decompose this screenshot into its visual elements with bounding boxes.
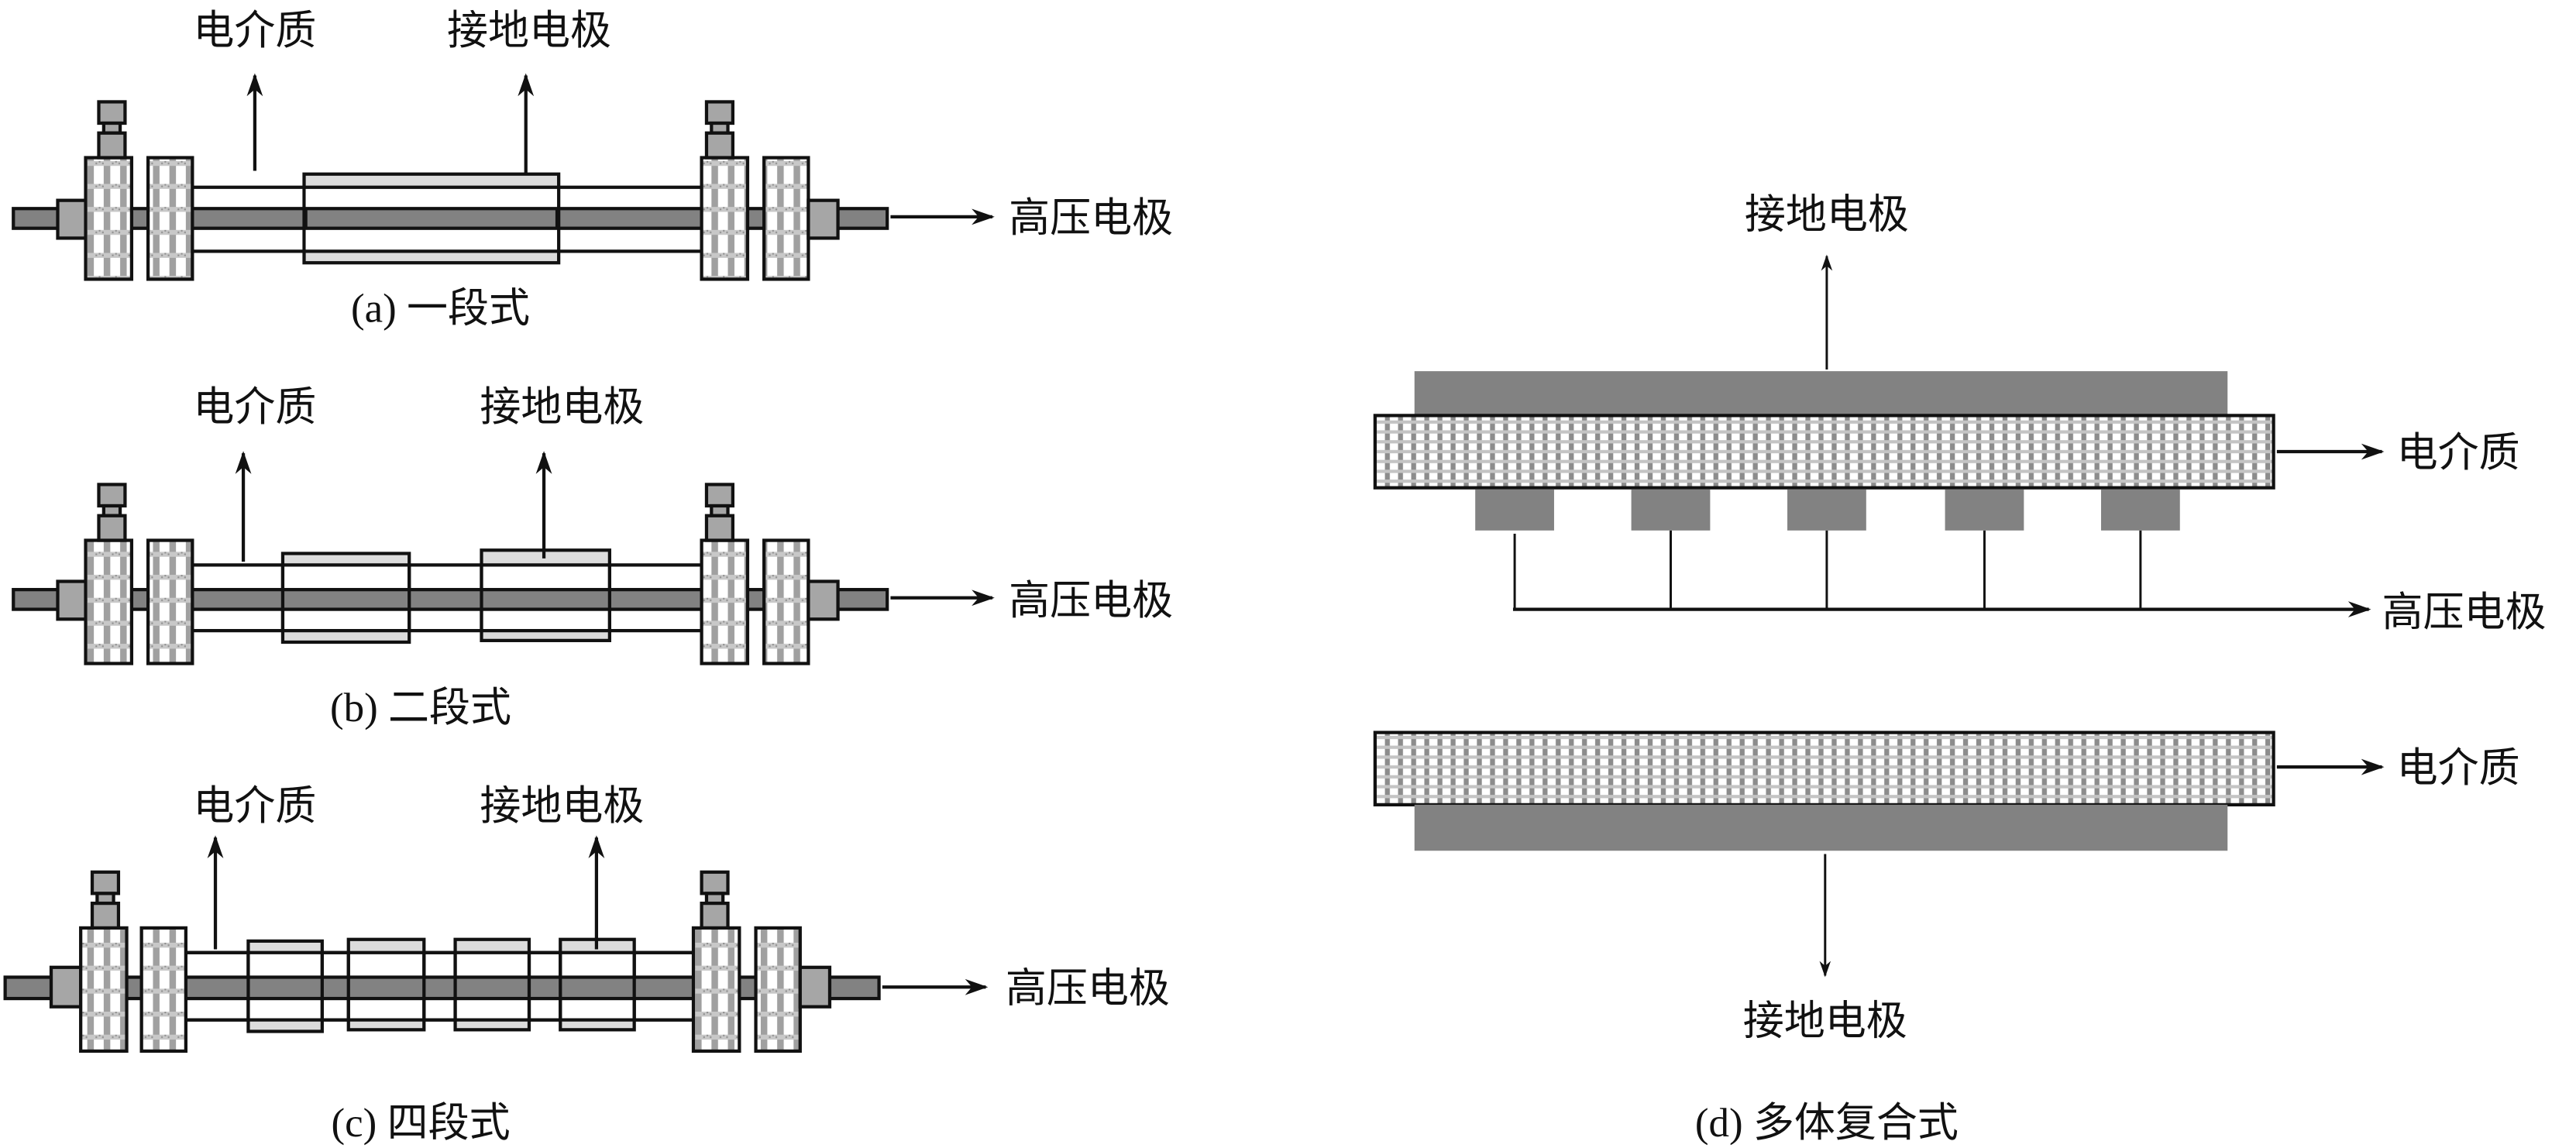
high-voltage-electrode-block bbox=[2100, 489, 2180, 531]
gas-outlet-connector bbox=[700, 870, 730, 930]
high-voltage-rod bbox=[304, 207, 559, 230]
dielectric-label: 电介质 bbox=[193, 7, 316, 54]
ground-electrode-label: 接地电极 bbox=[480, 782, 644, 830]
gas-outlet-connector bbox=[704, 100, 735, 160]
high-voltage-bus-wiring bbox=[1513, 530, 2142, 610]
top-ground-electrode-plate bbox=[1414, 371, 2228, 418]
gas-inlet-connector bbox=[97, 100, 127, 160]
gas-outlet-connector bbox=[704, 483, 735, 542]
high-voltage-electrode-label: 高压电极 bbox=[1009, 577, 1173, 624]
panel-caption: (d) 多体复合式 bbox=[1695, 1101, 1959, 1146]
gas-inlet-connector bbox=[97, 483, 127, 542]
high-voltage-electrode-block bbox=[1945, 489, 2024, 531]
dielectric-label: 电介质 bbox=[193, 782, 316, 830]
high-voltage-electrode-block bbox=[1475, 489, 1554, 531]
ground-electrode-label: 接地电极 bbox=[447, 7, 611, 54]
dielectric-label: 电介质 bbox=[193, 383, 316, 431]
nut bbox=[807, 198, 840, 240]
panel-a: 电介质 接地电极 高压电极 (a) 一段式 bbox=[12, 7, 1173, 332]
insulator-flange bbox=[762, 538, 810, 665]
bottom-ground-electrode-label: 接地电极 bbox=[1743, 998, 1907, 1045]
high-voltage-electrode-block bbox=[1631, 489, 1711, 531]
top-dielectric-label: 电介质 bbox=[2397, 429, 2520, 476]
nut bbox=[798, 965, 832, 1009]
insulator-flange bbox=[762, 156, 810, 281]
top-dielectric-layer bbox=[1373, 414, 2275, 490]
panel-caption: (b) 二段式 bbox=[330, 686, 511, 730]
panel-c: 电介质 接地电极 高压电极 (c) 四段式 bbox=[3, 782, 1170, 1146]
high-voltage-rod bbox=[3, 975, 881, 1001]
insulator-flange bbox=[79, 926, 129, 1053]
insulator-flange bbox=[691, 926, 741, 1053]
insulator-flange bbox=[700, 156, 750, 281]
high-voltage-electrode-label: 高压电极 bbox=[1009, 194, 1173, 242]
nut bbox=[49, 965, 83, 1009]
insulator-flange bbox=[139, 926, 187, 1053]
bottom-ground-electrode-plate bbox=[1414, 804, 2228, 851]
panel-caption: (c) 四段式 bbox=[332, 1101, 511, 1146]
insulator-flange bbox=[146, 156, 194, 281]
insulator-flange bbox=[84, 156, 134, 281]
panel-caption: (a) 一段式 bbox=[351, 287, 530, 332]
high-voltage-rod bbox=[12, 588, 889, 611]
insulator-flange bbox=[146, 538, 194, 665]
gas-inlet-connector bbox=[90, 870, 121, 930]
nut bbox=[56, 198, 89, 240]
ground-electrode-label: 接地电极 bbox=[480, 383, 644, 431]
high-voltage-electrode-label: 高压电极 bbox=[1006, 964, 1170, 1012]
high-voltage-electrode-label: 高压电极 bbox=[2382, 589, 2547, 636]
insulator-flange bbox=[84, 538, 134, 665]
nut bbox=[56, 579, 89, 621]
bottom-dielectric-label: 电介质 bbox=[2397, 744, 2520, 792]
high-voltage-electrode-block bbox=[1787, 489, 1866, 531]
top-ground-electrode-label: 接地电极 bbox=[1745, 191, 1909, 239]
nut bbox=[807, 579, 840, 621]
panel-d: 接地电极 电介质 高压电极 电介质 接地电极 (d) 多体复合式 bbox=[1373, 191, 2547, 1146]
insulator-flange bbox=[754, 926, 802, 1053]
panel-b: 电介质 接地电极 高压电极 (b) 二段式 bbox=[12, 383, 1173, 730]
insulator-flange bbox=[700, 538, 750, 665]
bottom-dielectric-layer bbox=[1373, 730, 2275, 807]
